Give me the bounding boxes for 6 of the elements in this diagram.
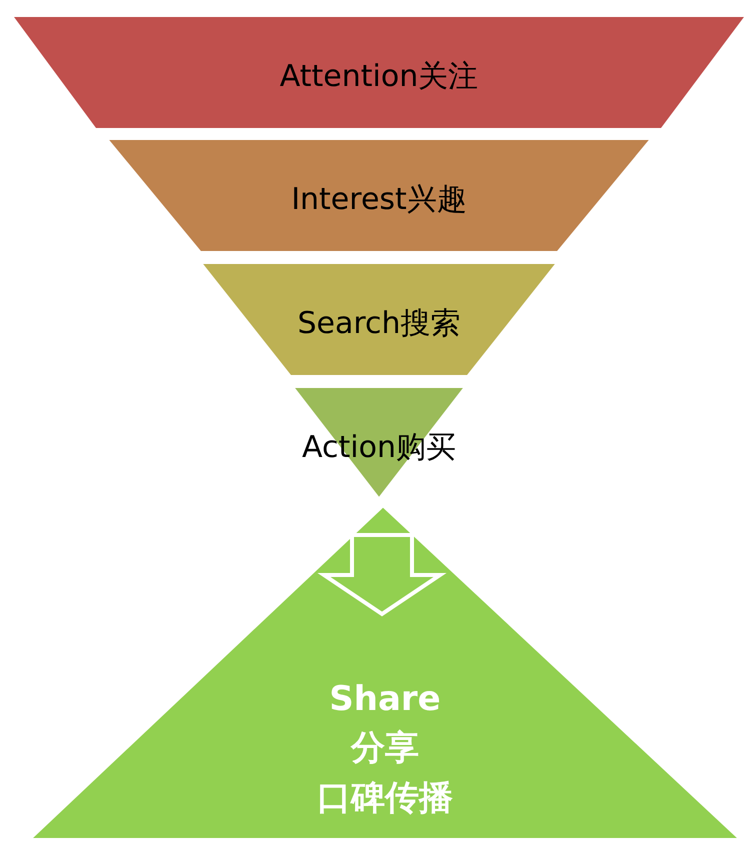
stage-label: Search搜索	[297, 305, 461, 343]
share-label: 口碑传播	[317, 776, 453, 820]
share-label: Share	[329, 678, 441, 721]
share-label: 分享	[351, 727, 419, 770]
stage-label: Interest兴趣	[291, 181, 467, 219]
stage-label: Attention关注	[280, 58, 478, 96]
